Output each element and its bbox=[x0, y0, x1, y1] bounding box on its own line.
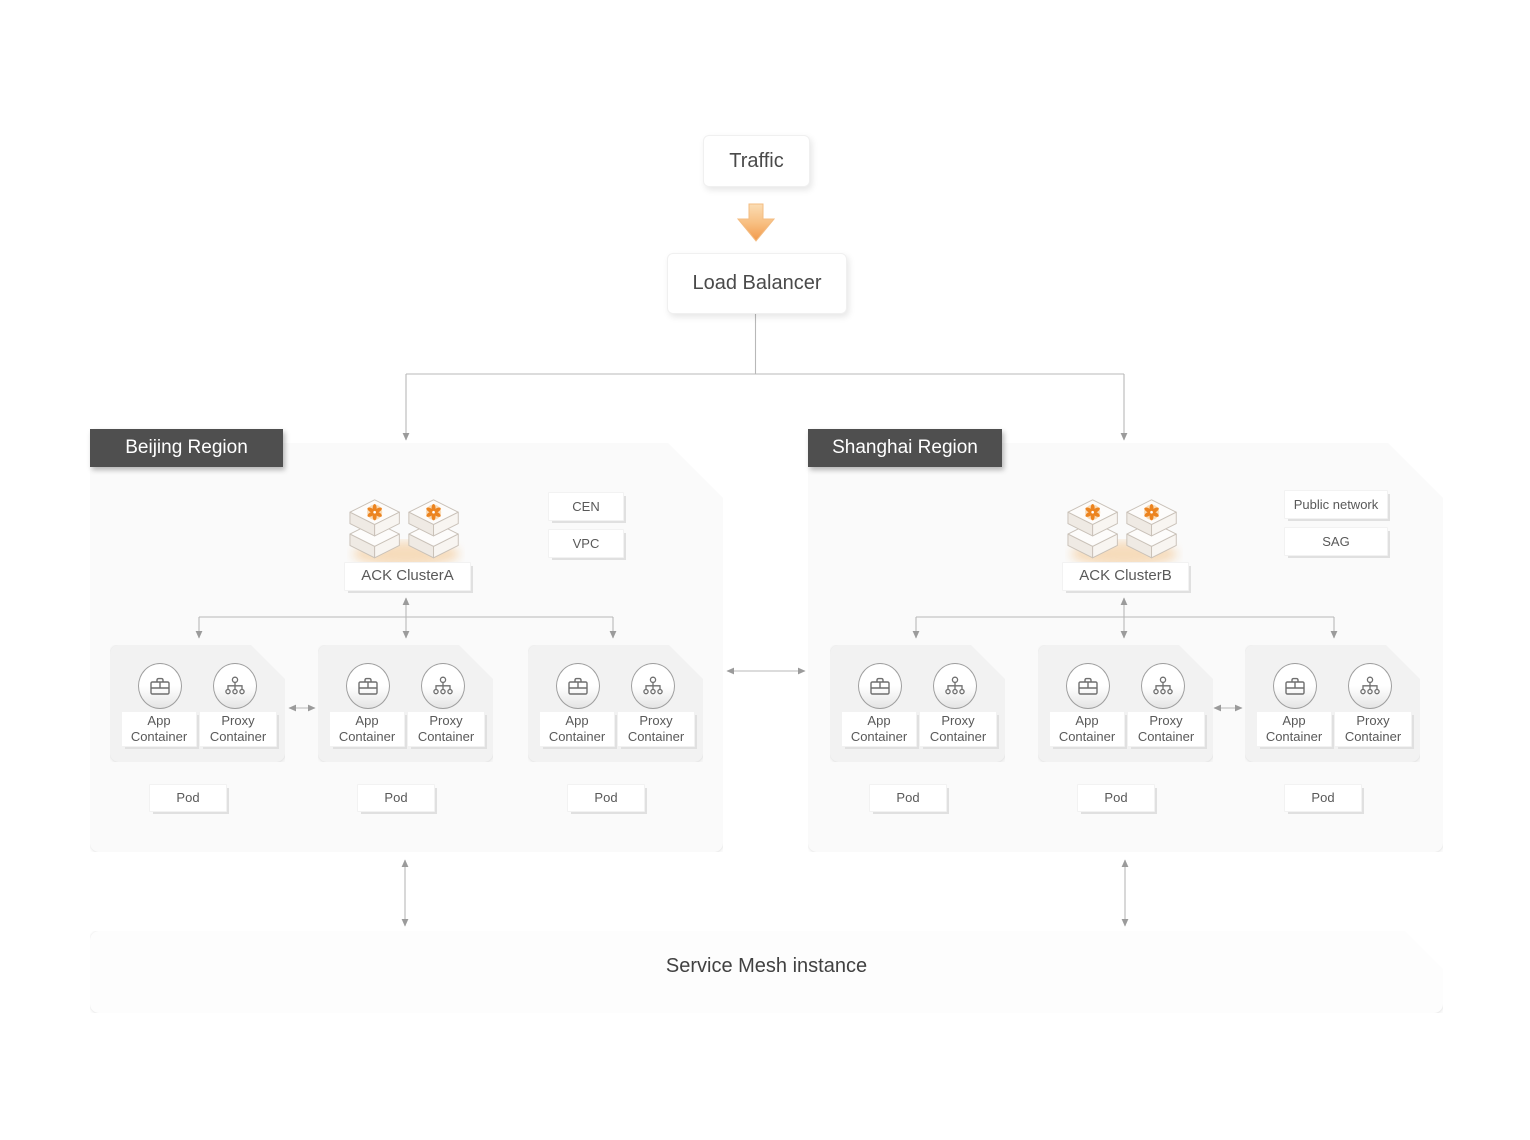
proxy-container-text: Proxy Container bbox=[627, 713, 685, 744]
app-container-text: App Container bbox=[850, 713, 908, 744]
service-mesh-bar: Service Mesh instance bbox=[90, 931, 1443, 1013]
briefcase-icon bbox=[138, 663, 182, 709]
app-container-label: App Container bbox=[121, 711, 197, 747]
app-container-text: App Container bbox=[130, 713, 188, 744]
proxy-container-label: Proxy Container bbox=[1127, 711, 1205, 747]
cluster-label: ACK ClusterB bbox=[1062, 562, 1189, 591]
pod-label-text: Pod bbox=[594, 790, 618, 806]
app-container-text: App Container bbox=[338, 713, 396, 744]
network-tree-icon bbox=[421, 663, 465, 709]
sag-text: SAG bbox=[1322, 533, 1350, 549]
pod-label: Pod bbox=[1077, 784, 1155, 812]
proxy-container-label: Proxy Container bbox=[407, 711, 485, 747]
region-name: Beijing Region bbox=[125, 437, 248, 458]
sag-tag: SAG bbox=[1284, 527, 1388, 556]
proxy-container-label: Proxy Container bbox=[617, 711, 695, 747]
network-tree-icon bbox=[933, 663, 977, 709]
proxy-container-text: Proxy Container bbox=[1137, 713, 1195, 744]
briefcase-icon bbox=[1273, 663, 1317, 709]
proxy-container-text: Proxy Container bbox=[209, 713, 267, 744]
proxy-container-text: Proxy Container bbox=[417, 713, 475, 744]
network-tree-icon bbox=[213, 663, 257, 709]
region-name: Shanghai Region bbox=[832, 437, 978, 458]
vpc-tag: VPC bbox=[548, 529, 624, 558]
service-mesh-label: Service Mesh instance bbox=[665, 955, 868, 977]
pod-label-text: Pod bbox=[896, 790, 920, 806]
network-tree-icon bbox=[1141, 663, 1185, 709]
cluster-label-text: ACK ClusterA bbox=[361, 567, 454, 585]
pod-label-text: Pod bbox=[176, 790, 200, 806]
briefcase-icon bbox=[346, 663, 390, 709]
cen-tag: CEN bbox=[548, 492, 624, 521]
briefcase-icon bbox=[858, 663, 902, 709]
app-container-label: App Container bbox=[1049, 711, 1125, 747]
proxy-container-label: Proxy Container bbox=[919, 711, 997, 747]
app-container-label: App Container bbox=[1256, 711, 1332, 747]
briefcase-icon bbox=[556, 663, 600, 709]
network-tree-icon bbox=[631, 663, 675, 709]
pod-label-text: Pod bbox=[1104, 790, 1128, 806]
traffic-label: Traffic bbox=[729, 149, 784, 172]
load-balancer-label: Load Balancer bbox=[692, 272, 822, 294]
pod-label: Pod bbox=[567, 784, 645, 812]
pod-label: Pod bbox=[869, 784, 947, 812]
network-tree-icon bbox=[1348, 663, 1392, 709]
app-container-text: App Container bbox=[1265, 713, 1323, 744]
proxy-container-label: Proxy Container bbox=[1334, 711, 1412, 747]
briefcase-icon bbox=[1066, 663, 1110, 709]
cluster-label: ACK ClusterA bbox=[344, 562, 471, 591]
app-container-label: App Container bbox=[539, 711, 615, 747]
region-header-beijing: Beijing Region bbox=[90, 429, 283, 467]
cluster-label-text: ACK ClusterB bbox=[1079, 567, 1172, 585]
public-network-tag: Public network bbox=[1284, 490, 1388, 519]
proxy-container-text: Proxy Container bbox=[929, 713, 987, 744]
region-header-shanghai: Shanghai Region bbox=[808, 429, 1002, 467]
traffic-node: Traffic bbox=[703, 135, 810, 187]
load-balancer-node: Load Balancer bbox=[667, 253, 847, 314]
cen-tag-text: CEN bbox=[572, 498, 600, 514]
proxy-container-text: Proxy Container bbox=[1344, 713, 1402, 744]
pod-label: Pod bbox=[357, 784, 435, 812]
public-network-text: Public network bbox=[1293, 496, 1379, 512]
vpc-tag-text: VPC bbox=[572, 535, 600, 551]
pod-label: Pod bbox=[1284, 784, 1362, 812]
pod-label-text: Pod bbox=[384, 790, 408, 806]
pod-label: Pod bbox=[149, 784, 227, 812]
app-container-text: App Container bbox=[548, 713, 606, 744]
pod-label-text: Pod bbox=[1311, 790, 1335, 806]
proxy-container-label: Proxy Container bbox=[199, 711, 277, 747]
orange-down-arrow-icon bbox=[737, 203, 775, 242]
app-container-label: App Container bbox=[841, 711, 917, 747]
app-container-label: App Container bbox=[329, 711, 405, 747]
app-container-text: App Container bbox=[1058, 713, 1116, 744]
